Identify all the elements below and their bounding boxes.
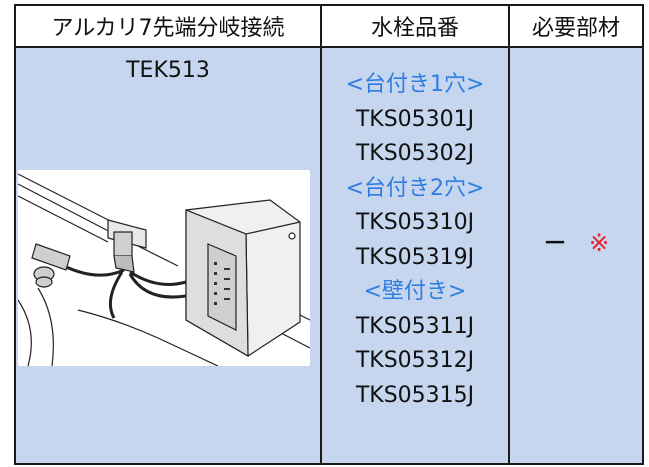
water-purifier-illustration-icon <box>18 173 310 366</box>
faucet-item: TKS05302J <box>355 141 475 166</box>
faucet-item: TKS05315J <box>355 382 475 408</box>
product-code: TEK513 <box>126 58 210 83</box>
faucet-group-label: <台付き2穴> <box>345 175 485 201</box>
header-row: アルカリ7先端分岐接続 水栓品番 必要部材 <box>14 4 644 48</box>
faucet-group-label: <台付き1穴> <box>345 72 485 97</box>
parts-value: －※ <box>510 223 642 258</box>
faucet-group-label: <壁付き> <box>363 279 467 304</box>
header-connection: アルカリ7先端分岐接続 <box>14 4 322 48</box>
header-required-parts: 必要部材 <box>508 4 644 48</box>
faucet-list: <台付き1穴> TKS05301J TKS05302J <台付き2穴> TKS0… <box>322 48 508 413</box>
faucet-item: TKS05310J <box>355 210 475 235</box>
faucet-cell: <台付き1穴> TKS05301J TKS05302J <台付き2穴> TKS0… <box>320 46 510 465</box>
faucet-item: TKS05312J <box>355 348 475 373</box>
product-cell: TEK513 <box>14 46 322 465</box>
table-row: TEK513 <box>14 46 644 465</box>
faucet-item: TKS05319J <box>355 244 475 270</box>
header-faucet-number: 水栓品番 <box>320 4 510 48</box>
product-image <box>18 170 310 366</box>
note-mark-icon: ※ <box>588 229 610 257</box>
faucet-item: TKS05301J <box>355 106 475 132</box>
spec-table: アルカリ7先端分岐接続 水栓品番 必要部材 TEK513 <box>14 4 644 465</box>
parts-cell: －※ <box>508 46 644 465</box>
parts-dash: － <box>542 229 567 257</box>
faucet-item: TKS05311J <box>355 313 475 339</box>
